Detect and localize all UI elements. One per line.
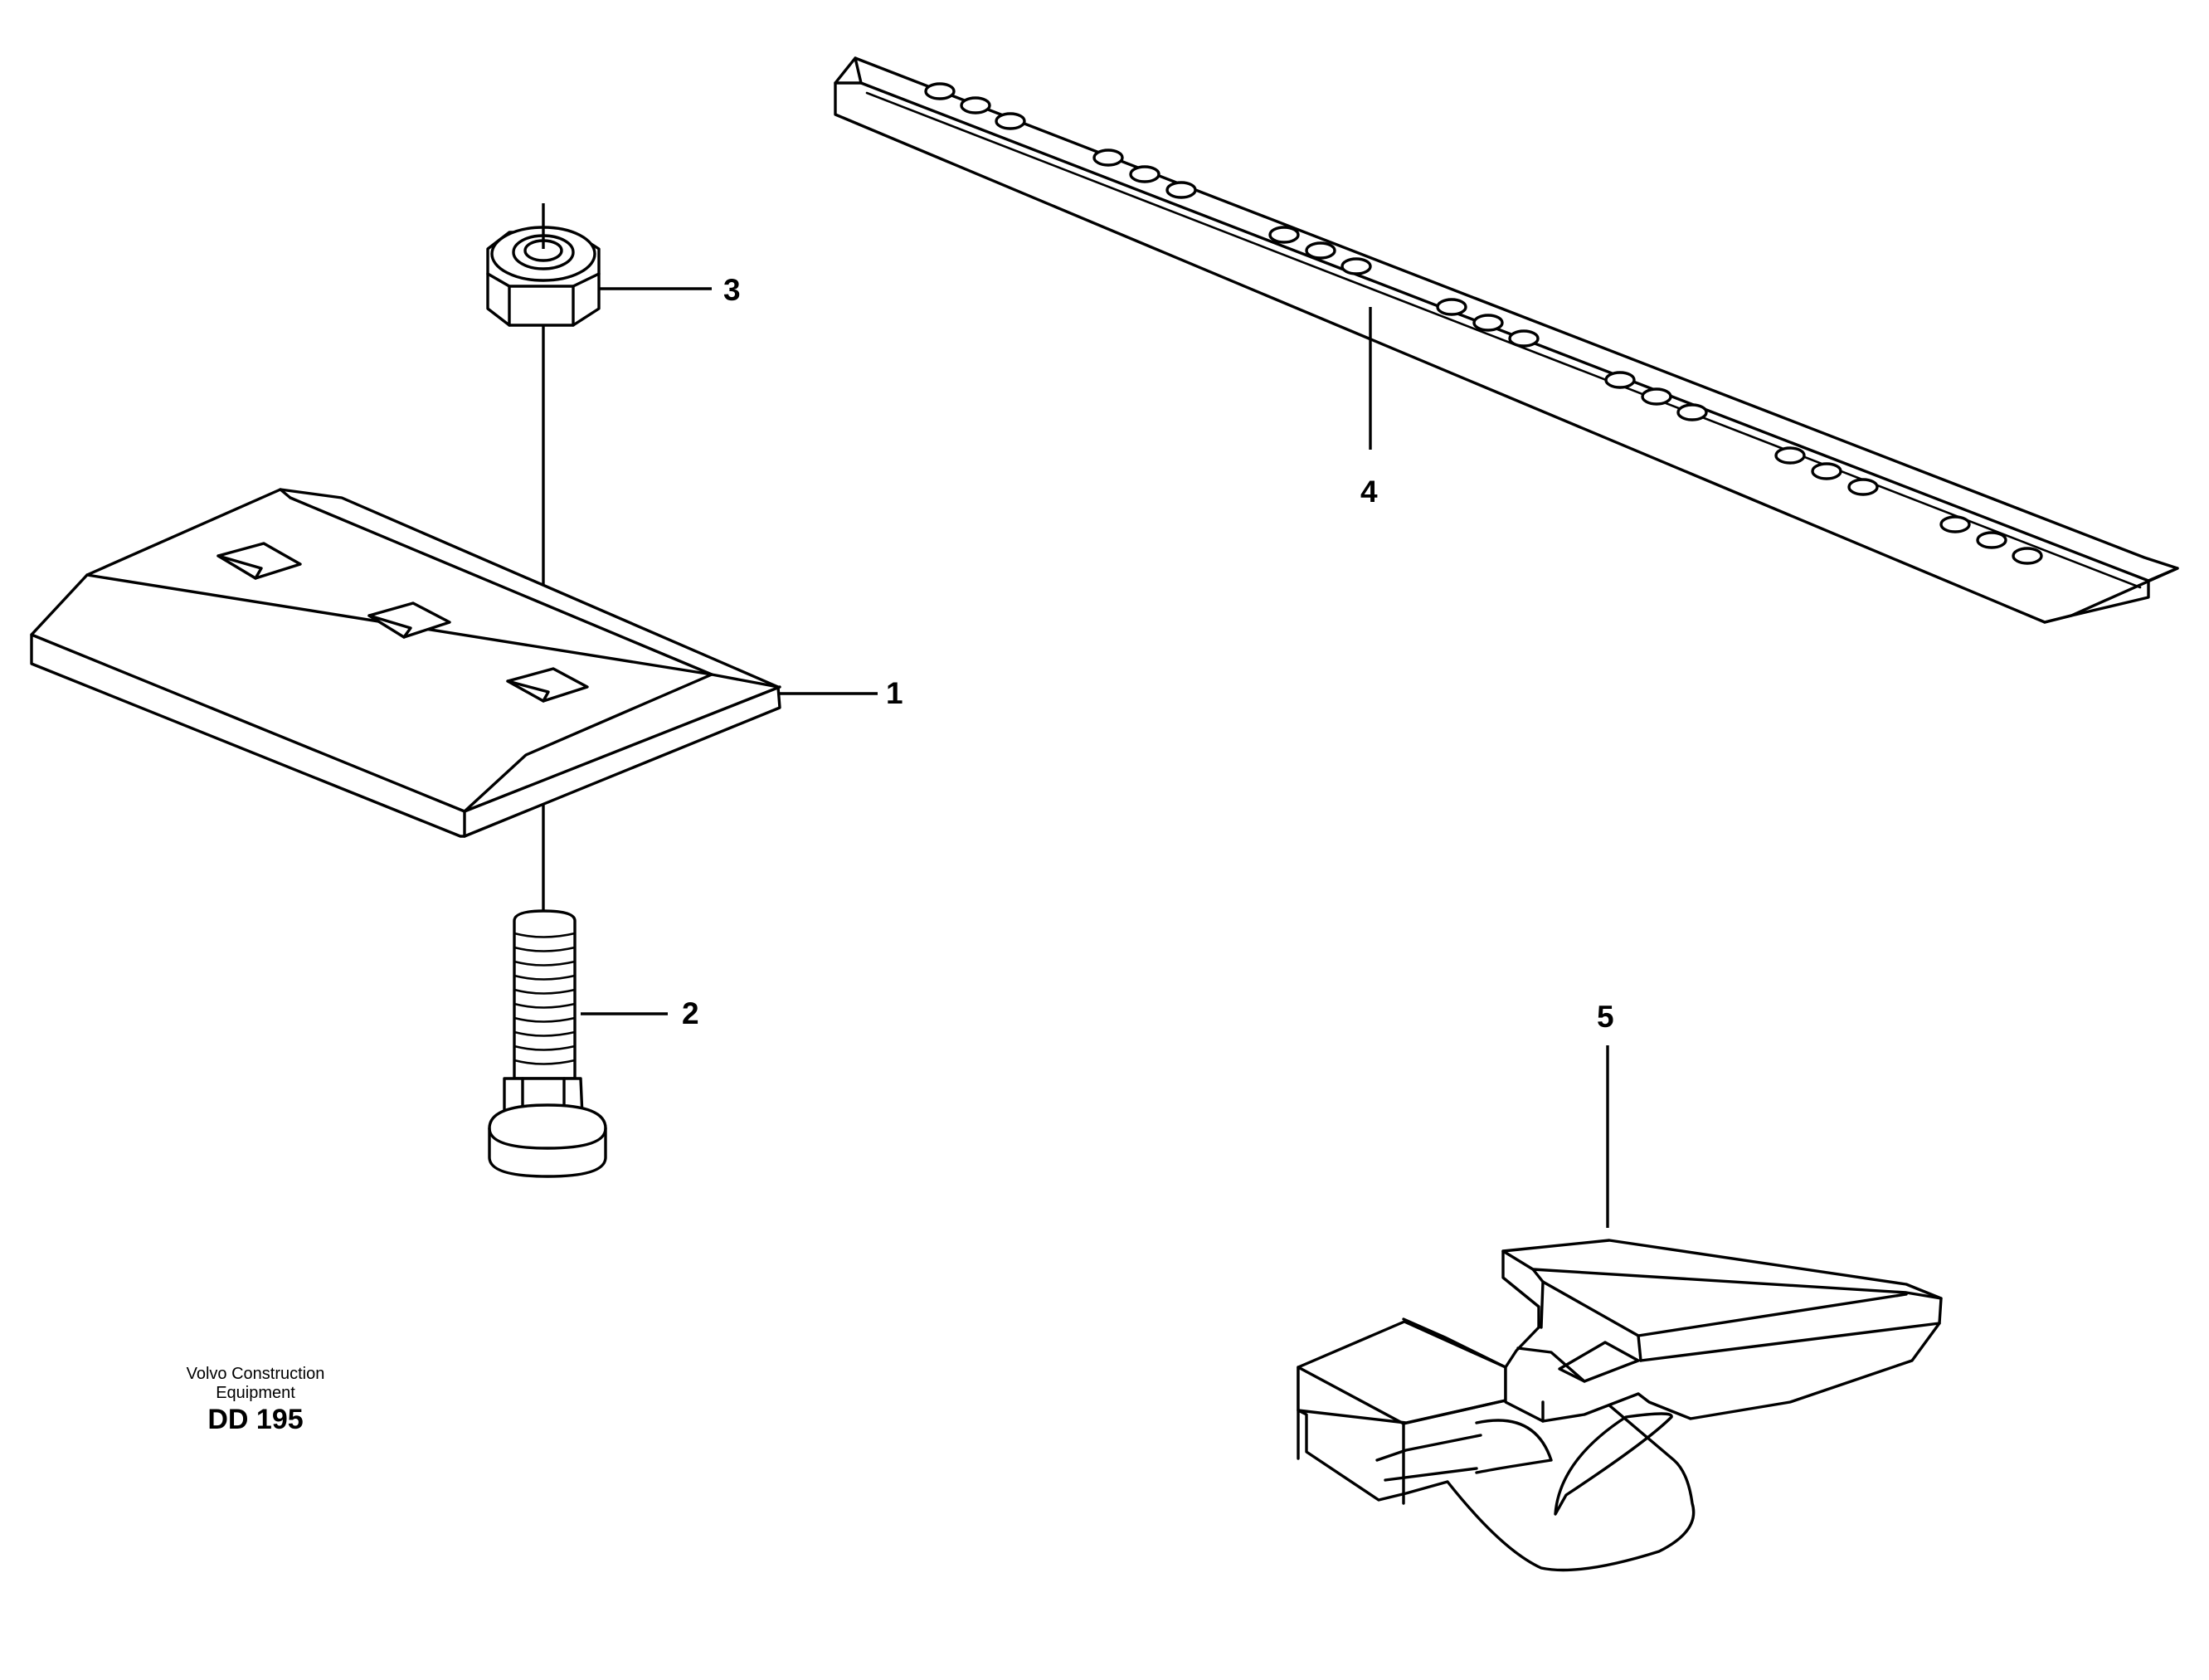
credit-line-2: Equipment [216,1384,295,1402]
bolt-holes [924,82,2043,565]
lock-nut-part-3 [486,203,712,684]
callout-1: 1 [886,676,903,710]
cutting-edge-bar-part-4 [834,56,2179,624]
bolt-part-2 [488,805,668,1178]
callout-4: 4 [1360,475,1378,509]
bucket-tooth-part-5 [1297,1045,1943,1572]
callout-3: 3 [723,273,741,307]
callout-2: 2 [682,996,699,1030]
drawing-number: DD 195 [207,1404,303,1435]
credit-line-1: Volvo Construction [187,1365,325,1383]
cutting-edge-plate-part-1 [30,488,878,838]
callout-5: 5 [1597,1000,1614,1034]
